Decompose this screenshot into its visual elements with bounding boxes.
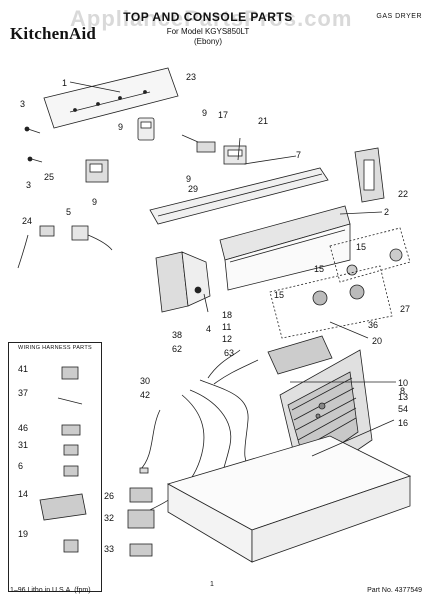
callout-17: 17 bbox=[218, 110, 228, 120]
callout-5: 5 bbox=[66, 207, 71, 217]
callout-62: 62 bbox=[172, 344, 182, 354]
part-21-switch bbox=[223, 145, 247, 165]
lint-screen-cover bbox=[267, 335, 333, 375]
knob-15-mid bbox=[346, 264, 358, 276]
knob-15-left bbox=[312, 290, 328, 306]
control-panel-bracket bbox=[43, 67, 179, 129]
callout-37: 37 bbox=[18, 388, 28, 398]
callout-32: 32 bbox=[104, 513, 114, 523]
callout-31: 31 bbox=[18, 440, 28, 450]
screw-3-top bbox=[24, 126, 41, 134]
part-17-switch bbox=[181, 134, 216, 153]
console-panel bbox=[219, 205, 351, 291]
callout-16: 16 bbox=[398, 418, 408, 428]
callout-9-mid: 9 bbox=[202, 108, 207, 118]
callout-14: 14 bbox=[18, 489, 28, 499]
callout-27: 27 bbox=[400, 304, 410, 314]
callout-54: 54 bbox=[398, 404, 408, 414]
callout-24: 24 bbox=[22, 216, 32, 226]
callout-21: 21 bbox=[258, 116, 268, 126]
dryer-top-panel bbox=[166, 435, 412, 563]
callout-7: 7 bbox=[296, 150, 301, 160]
model-line: For Model KGYS850LT bbox=[166, 27, 250, 36]
color-line: (Ebony) bbox=[193, 37, 222, 46]
console-rail bbox=[149, 167, 329, 225]
callout-3-top: 3 bbox=[20, 99, 25, 109]
callout-36: 36 bbox=[368, 320, 378, 330]
harness-panel-title: WIRING HARNESS PARTS bbox=[18, 345, 92, 351]
wiring-harness-panel: WIRING HARNESS PARTS bbox=[8, 342, 102, 592]
callout-46: 46 bbox=[18, 423, 28, 433]
callout-10: 10 bbox=[398, 378, 408, 388]
callout-13: 13 bbox=[398, 392, 408, 402]
brand-logo: KitchenAid bbox=[10, 24, 97, 43]
callout-25: 25 bbox=[44, 172, 54, 182]
callout-12: 12 bbox=[222, 334, 232, 344]
callout-labels: 1 3 3 5 24 25 9 9 9 17 21 23 29 9 7 22 2… bbox=[18, 72, 410, 554]
callout-33: 33 bbox=[104, 544, 114, 554]
callout-9-top: 9 bbox=[118, 122, 123, 132]
callout-15-right: 15 bbox=[356, 242, 366, 252]
callout-42: 42 bbox=[140, 390, 150, 400]
callout-15-mid: 15 bbox=[314, 264, 324, 274]
harness-part-drawings bbox=[39, 366, 155, 557]
callout-4: 4 bbox=[206, 324, 211, 334]
callout-26: 26 bbox=[104, 491, 114, 501]
callout-1: 1 bbox=[62, 78, 67, 88]
callout-38: 38 bbox=[172, 330, 182, 340]
knob-36 bbox=[349, 284, 365, 300]
callout-9-low: 9 bbox=[92, 197, 97, 207]
callout-19: 19 bbox=[18, 529, 28, 539]
page-title: TOP AND CONSOLE PARTS bbox=[123, 10, 293, 24]
callout-3-bottom: 3 bbox=[26, 180, 31, 190]
screw-3-bottom bbox=[27, 156, 43, 163]
callout-63: 63 bbox=[224, 348, 234, 358]
part-23-housing bbox=[137, 117, 155, 141]
callout-29: 29 bbox=[188, 184, 198, 194]
callout-20: 20 bbox=[372, 336, 382, 346]
side-end-panel bbox=[155, 251, 211, 313]
part-25-sensor bbox=[85, 159, 109, 183]
callout-15-left: 15 bbox=[274, 290, 284, 300]
knob-15-right bbox=[389, 248, 403, 262]
console-end-cap bbox=[354, 147, 385, 203]
callout-9-right: 9 bbox=[186, 174, 191, 184]
callout-6: 6 bbox=[18, 461, 23, 471]
callout-18: 18 bbox=[222, 310, 232, 320]
litho-footer: 1–96 Litho in U.S.A. (fpm) bbox=[10, 587, 91, 594]
page-number: 1 bbox=[210, 581, 214, 588]
callout-22: 22 bbox=[398, 189, 408, 199]
callout-23: 23 bbox=[186, 72, 196, 82]
callout-41: 41 bbox=[18, 364, 28, 374]
callout-30: 30 bbox=[140, 376, 150, 386]
callout-2: 2 bbox=[384, 207, 389, 217]
model-subtitle: For Model KGYS850LT (Ebony) bbox=[108, 27, 308, 47]
callout-8: 8 bbox=[400, 386, 405, 396]
callout-11: 11 bbox=[222, 322, 231, 332]
part-number-footer: Part No. 4377549 bbox=[367, 587, 422, 594]
dryer-type-label: GAS DRYER bbox=[376, 13, 422, 20]
